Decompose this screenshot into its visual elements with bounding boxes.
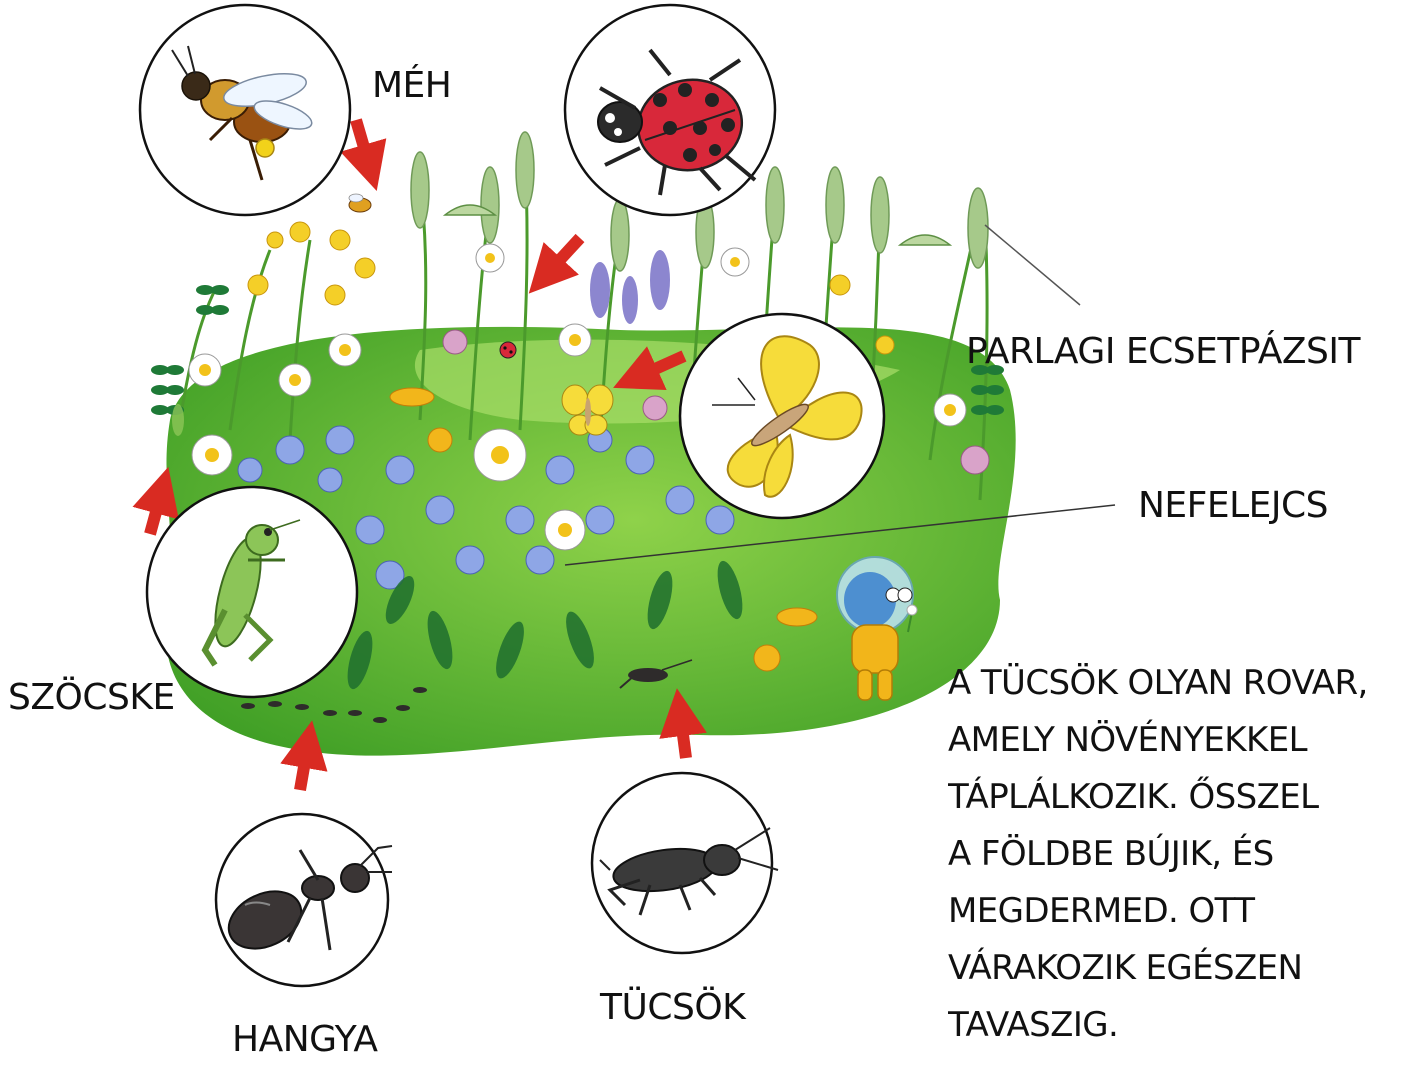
scene-bee bbox=[349, 194, 371, 212]
description-line: MEGDERMED. OTT bbox=[948, 883, 1422, 940]
arrow-tucsok bbox=[680, 712, 686, 758]
bee-circle bbox=[140, 5, 350, 215]
label-szocske: SZÖCSKE bbox=[8, 680, 175, 716]
ladybug-circle bbox=[565, 5, 775, 215]
description-line: A FÖLDBE BÚJIK, ÉS bbox=[948, 826, 1422, 883]
cricket-description: A TÜCSÖK OLYAN ROVAR, AMELY NÖVÉNYEKKEL … bbox=[948, 655, 1422, 1054]
sage-flowers bbox=[590, 250, 670, 324]
description-line: A TÜCSÖK OLYAN ROVAR, bbox=[948, 655, 1422, 712]
description-line: VÁRAKOZIK EGÉSZEN bbox=[948, 940, 1422, 997]
description-line: AMELY NÖVÉNYEKKEL bbox=[948, 712, 1422, 769]
scene-ladybug bbox=[500, 342, 516, 358]
label-tucsok: TÜCSÖK bbox=[600, 990, 745, 1026]
scene-grasshopper bbox=[172, 404, 184, 436]
parlagi-pointer-line bbox=[985, 225, 1080, 305]
label-meh: MÉH bbox=[372, 68, 451, 104]
arrow-szocske bbox=[150, 490, 162, 534]
arrow-meh bbox=[356, 120, 370, 168]
arrow-ladybug bbox=[545, 238, 580, 276]
label-nefelejcs: NEFELEJCS bbox=[1138, 488, 1328, 524]
butterfly-circle bbox=[680, 314, 884, 518]
arrow-hangya bbox=[300, 744, 308, 790]
description-line: TÁPLÁLKOZIK. ŐSSZEL bbox=[948, 769, 1422, 826]
label-parlagi-ecsetpazsit: PARLAGI ECSETPÁZSIT bbox=[966, 334, 1360, 370]
ant-circle bbox=[216, 814, 392, 986]
grasshopper-circle bbox=[147, 487, 357, 697]
description-line: TAVASZIG. bbox=[948, 997, 1422, 1054]
label-hangya: HANGYA bbox=[232, 1022, 378, 1058]
cricket-circle bbox=[592, 773, 778, 953]
